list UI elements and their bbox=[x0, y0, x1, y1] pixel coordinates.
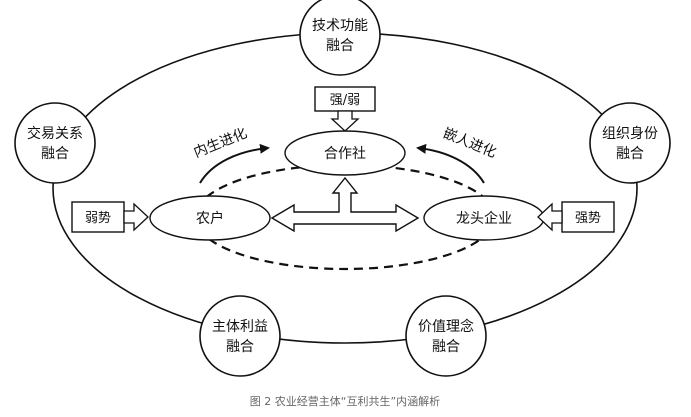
figure-caption: 图 2 农业经营主体“互利共生”内涵解析 bbox=[250, 394, 440, 408]
svg-text:农户: 农户 bbox=[196, 210, 224, 227]
strong-weak-callout: 强/弱 bbox=[314, 86, 376, 132]
node-transaction: 交易关系 融合 bbox=[14, 102, 96, 184]
svg-text:龙头企业: 龙头企业 bbox=[456, 210, 512, 227]
node-subject-interest: 主体利益 融合 bbox=[199, 295, 281, 377]
embedded-arrow bbox=[416, 143, 485, 184]
node-org-identity-line2: 融合 bbox=[616, 146, 644, 162]
node-org-identity-line1: 组织身份 bbox=[602, 126, 658, 142]
endogenous-arrow bbox=[199, 143, 270, 184]
strong-label: 强势 bbox=[575, 210, 601, 226]
node-tech-function-line2: 融合 bbox=[326, 38, 354, 54]
node-org-identity: 组织身份 融合 bbox=[589, 102, 671, 184]
node-farmer: 农户 bbox=[149, 195, 271, 241]
svg-text:合作社: 合作社 bbox=[324, 146, 366, 162]
strong-callout: 强势 bbox=[537, 201, 615, 233]
node-enterprise: 龙头企业 bbox=[423, 195, 545, 241]
node-transaction-line1: 交易关系 bbox=[27, 125, 83, 142]
endogenous-label: 内生进化 bbox=[192, 125, 250, 161]
node-cooperative: 合作社 bbox=[284, 130, 406, 176]
node-subject-interest-line1: 主体利益 bbox=[212, 319, 268, 335]
node-transaction-line2: 融合 bbox=[41, 146, 69, 162]
strong-weak-label: 强/弱 bbox=[330, 93, 360, 108]
node-value-concept-line1: 价值理念 bbox=[418, 318, 474, 335]
node-value-concept-line2: 融合 bbox=[432, 339, 460, 355]
node-tech-function-line1: 技术功能 bbox=[312, 18, 368, 34]
weak-label: 弱势 bbox=[85, 210, 111, 226]
node-subject-interest-line2: 融合 bbox=[226, 339, 254, 355]
node-value-concept: 价值理念 融合 bbox=[405, 295, 487, 377]
tri-directional-arrow bbox=[270, 176, 420, 233]
weak-callout: 弱势 bbox=[71, 201, 149, 233]
node-tech-function: 技术功能 融合 bbox=[299, 0, 381, 76]
